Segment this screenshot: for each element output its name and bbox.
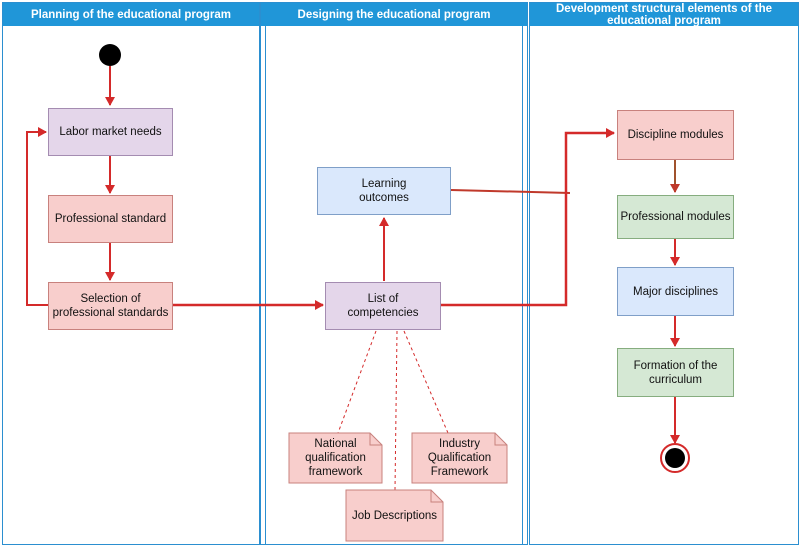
dotted-link-industry — [403, 330, 449, 434]
edge-competencies-discipline — [441, 128, 615, 307]
note-job-descriptions[interactable]: Job Descriptions — [351, 509, 437, 522]
node-learning-outcomes[interactable]: Learning outcomes — [317, 167, 451, 215]
edge-outcomes-right — [450, 189, 571, 194]
lane-development-title: Development structural elements of the e… — [530, 3, 798, 26]
lane-designing-title: Designing the educational program — [261, 3, 527, 26]
edge-selection-loop-labor — [26, 127, 49, 306]
node-major-disciplines[interactable]: Major disciplines — [617, 267, 734, 316]
node-selection-of-standards[interactable]: Selection of professional standards — [48, 282, 173, 330]
note-shape-national — [288, 432, 383, 484]
node-labor-market-needs[interactable]: Labor market needs — [48, 108, 173, 156]
note-shape-job-fold — [430, 490, 443, 503]
end-node-core — [665, 448, 685, 468]
note-shape-national-fold — [369, 433, 382, 446]
dotted-link-job — [394, 330, 398, 491]
node-list-of-competencies[interactable]: List of competencies — [325, 282, 441, 330]
note-national-framework[interactable]: National qualification framework — [305, 438, 366, 478]
node-professional-standard[interactable]: Professional standard — [48, 195, 173, 243]
node-formation-of-curriculum[interactable]: Formation of the curriculum — [617, 348, 734, 397]
lane-designing-inner — [265, 26, 523, 545]
dotted-link-national — [337, 330, 377, 434]
lane-planning: Planning of the educational program — [2, 2, 260, 545]
lane-planning-title: Planning of the educational program — [3, 3, 259, 26]
start-node — [99, 44, 121, 66]
node-discipline-modules[interactable]: Discipline modules — [617, 110, 734, 160]
node-professional-modules[interactable]: Professional modules — [617, 195, 734, 239]
note-shape-job — [345, 489, 444, 542]
note-shape-industry-fold — [494, 433, 507, 446]
note-shape-industry — [411, 432, 508, 484]
note-industry-framework[interactable]: Industry Qualification Framework — [427, 438, 492, 478]
